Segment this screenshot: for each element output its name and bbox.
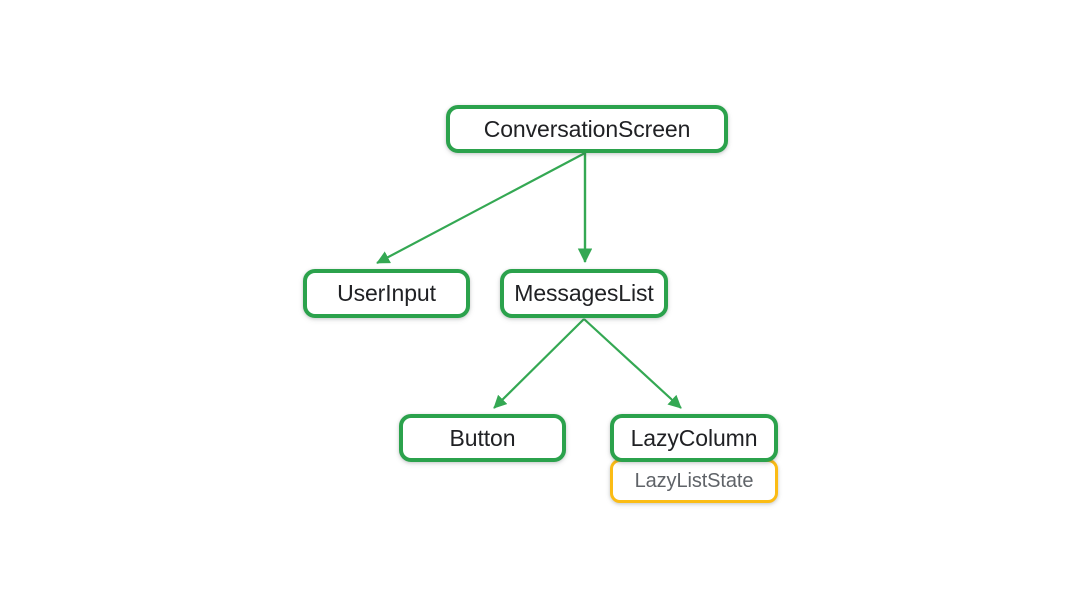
node-lazyliststate[interactable]: LazyListState bbox=[610, 459, 778, 503]
node-label: Button bbox=[449, 424, 516, 451]
node-label: ConversationScreen bbox=[483, 115, 691, 142]
node-messageslist[interactable]: MessagesList bbox=[500, 269, 668, 318]
node-label: UserInput bbox=[337, 280, 436, 306]
node-label: LazyListState bbox=[634, 470, 754, 492]
node-lazycolumn[interactable]: LazyColumn bbox=[610, 414, 778, 462]
edge-conversationscreen-userinput bbox=[376, 152, 586, 264]
node-conversationscreen[interactable]: ConversationScreen bbox=[446, 105, 728, 153]
node-label: MessagesList bbox=[514, 280, 654, 306]
node-button[interactable]: Button bbox=[399, 414, 566, 462]
node-label: LazyColumn bbox=[630, 424, 758, 451]
node-userinput[interactable]: UserInput bbox=[303, 269, 470, 318]
edge-messageslist-lazycolumn bbox=[583, 318, 682, 409]
edge-messageslist-button bbox=[493, 318, 585, 409]
